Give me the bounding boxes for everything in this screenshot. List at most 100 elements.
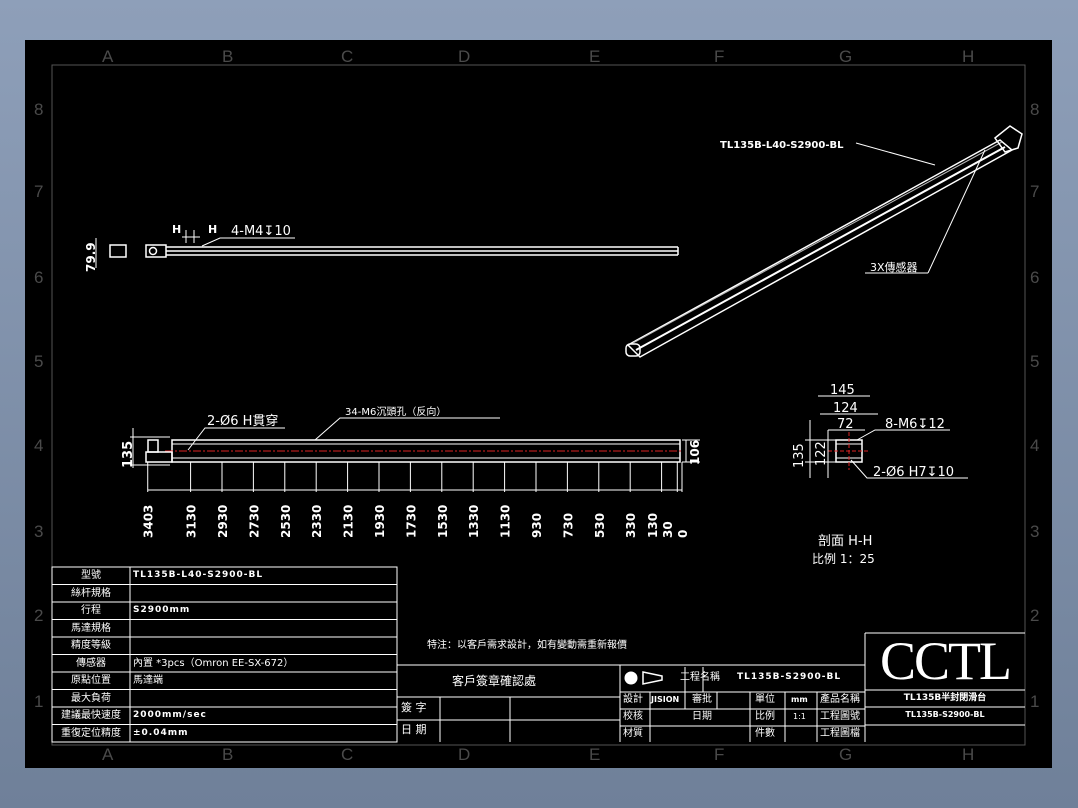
x-dimension-label: 30 (661, 521, 675, 538)
iso-part-label: TL135B-L40-S2900-BL (720, 140, 844, 151)
zone-column-B-top: B (222, 47, 233, 66)
spec-value: 2000mm/sec (133, 710, 207, 720)
zone-row-2-right: 2 (1030, 606, 1039, 625)
spec-label: 原點位置 (71, 675, 111, 686)
project-name-label: 工程名稱 (680, 672, 720, 683)
section-thread-note: 8-M6↧12 (885, 417, 945, 432)
customer-block-title: 客戶簽章確認處 (452, 674, 537, 688)
front-hole-note: 34-M6沉頭孔（反向） (345, 405, 446, 418)
zone-column-H-bottom: H (962, 745, 974, 764)
designer: JISION (651, 695, 680, 704)
material-label: 材質 (623, 728, 643, 739)
x-dimension-label: 2130 (342, 505, 356, 538)
zone-column-H-top: H (962, 47, 974, 66)
x-dimension-label: 3403 (142, 505, 156, 538)
x-dimension-label: 2730 (247, 505, 261, 538)
spec-label: 馬達規格 (71, 622, 111, 634)
x-dimension-label: 1530 (436, 505, 450, 538)
product-name-label: 產品名稱 (820, 694, 860, 705)
spec-value: ±0.04mm (133, 727, 189, 738)
zone-column-D-bottom: D (458, 745, 470, 764)
front-right-dim: 106 (688, 440, 702, 465)
zone-row-7-left: 7 (34, 182, 43, 201)
x-dimension-label: 2330 (310, 505, 324, 538)
spec-label: 建議最快速度 (61, 710, 121, 721)
zone-column-D-top: D (458, 47, 470, 66)
section-mark-left: H (172, 223, 181, 236)
spec-label: 型號 (81, 570, 101, 581)
top-view: H H 4-M4↧10 79.9 (84, 223, 679, 272)
front-view: 2-Ø6 H貫穿 34-M6沉頭孔（反向） 135 106 3403 3130 29… (121, 405, 702, 538)
date-label: 日期 (692, 711, 712, 722)
section-view: 145 124 72 135 122 8-M6↧12 2-Ø6 H7↧10 剖面… (792, 383, 968, 566)
x-dimension-label: 2930 (216, 505, 230, 538)
section-title: 剖面 H-H (818, 534, 872, 549)
x-dimension-label: 0 (676, 530, 690, 538)
section-dim-135: 135 (792, 443, 807, 468)
count-label: 件數 (755, 728, 775, 739)
zone-column-E-bottom: E (589, 745, 600, 764)
dimension-ticks (147, 462, 683, 492)
front-height-dim: 135 (121, 441, 136, 468)
section-scale: 比例 1：25 (812, 552, 875, 566)
zone-column-A-top: A (102, 47, 114, 66)
zone-column-C-top: C (341, 47, 353, 66)
scale-label: 比例 (755, 711, 775, 722)
zone-row-4-left: 4 (34, 436, 43, 455)
x-dimension-label: 1330 (467, 505, 481, 538)
product-name: TL135B半封閉滑台 (903, 693, 987, 703)
spec-label: 行程 (81, 605, 101, 616)
zone-column-G-top: G (839, 47, 852, 66)
date-field[interactable] (441, 721, 509, 741)
spec-label: 精度等級 (71, 640, 111, 651)
zone-row-5-left: 5 (34, 352, 43, 371)
drawing-no-label: 工程圖號 (820, 711, 860, 722)
section-mark-right: H (208, 223, 217, 236)
check-label: 校核 (623, 711, 643, 722)
project-name: TL135B-S2900-BL (737, 672, 842, 682)
inner-border (51, 64, 1026, 746)
spec-label: 絲杆規格 (71, 587, 111, 599)
design-note: 特注：以客戶需求設計，如有變動需重新報價 (427, 640, 627, 651)
unit-label: 單位 (755, 694, 775, 705)
zone-row-5-right: 5 (1030, 352, 1039, 371)
scale-value: 1:1 (793, 712, 806, 721)
x-dimension-label: 130 (646, 513, 660, 538)
spec-value: 馬達端 (133, 675, 163, 686)
sensor-label: 3X傳感器 (870, 261, 918, 274)
zone-column-G-bottom: G (839, 745, 852, 764)
x-dimension-label: 3130 (185, 505, 199, 538)
x-dimension-label: 1930 (373, 505, 387, 538)
top-height-dim: 79.9 (84, 242, 98, 272)
design-label: 設計 (623, 694, 643, 705)
front-pin-note: 2-Ø6 H貫穿 (207, 413, 278, 429)
spec-value: TL135B-L40-S2900-BL (133, 570, 264, 580)
x-dimension-label: 330 (624, 513, 638, 538)
zone-row-6-left: 6 (34, 268, 43, 287)
zone-row-1-left: 1 (34, 692, 43, 711)
title-block-lines (51, 566, 1025, 743)
company-logo: CCTL (880, 631, 1012, 691)
x-dimension-label: 530 (593, 513, 607, 538)
drawing-file-label: 工程圖檔 (820, 728, 860, 739)
zone-row-2-left: 2 (34, 606, 43, 625)
x-dimension-label: 1730 (404, 505, 418, 538)
sign-label: 簽 字 (401, 701, 427, 714)
x-dimension-label: 730 (561, 513, 575, 538)
zone-column-B-bottom: B (222, 745, 233, 764)
zone-column-E-top: E (589, 47, 600, 66)
zone-column-F-bottom: F (714, 745, 724, 764)
zone-row-6-right: 6 (1030, 268, 1039, 287)
zone-column-F-top: F (714, 47, 724, 66)
drawing-no: TL135B-S2900-BL (905, 710, 985, 719)
x-dimension-label: 2530 (279, 505, 293, 538)
top-hole-note: 4-M4↧10 (231, 224, 291, 239)
section-dim-72: 72 (837, 417, 854, 432)
section-dim-122: 122 (814, 441, 829, 466)
zone-row-7-right: 7 (1030, 182, 1039, 201)
spec-label: 傳感器 (76, 657, 106, 669)
zone-row-1-right: 1 (1030, 692, 1039, 711)
signature-field[interactable] (441, 698, 509, 718)
